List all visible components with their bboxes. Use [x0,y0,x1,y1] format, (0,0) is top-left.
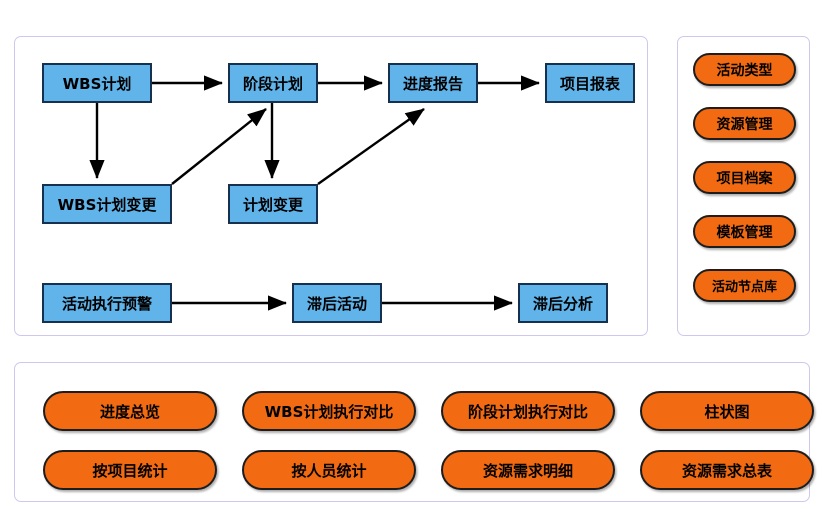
button-wbs-plan-execution-compare[interactable]: WBS计划执行对比 [242,391,416,431]
node-label: 计划变更 [242,195,303,214]
button-stage-plan-execution-compare[interactable]: 阶段计划执行对比 [441,391,615,431]
sidebar-item-label: 项目档案 [716,170,773,187]
sidebar-item-project-archive[interactable]: 项目档案 [693,161,796,194]
button-label: 资源需求总表 [681,461,772,480]
sidebar-item-label: 活动类型 [716,62,773,79]
button-label: 按项目统计 [92,461,168,480]
node-delay-analysis[interactable]: 滞后分析 [518,283,608,323]
button-statistics-by-personnel[interactable]: 按人员统计 [242,450,416,490]
node-wbs-plan[interactable]: WBS计划 [42,63,152,103]
button-label: WBS计划执行对比 [264,402,394,421]
button-label: 按人员统计 [291,461,367,480]
sidebar-item-label: 资源管理 [716,116,773,133]
node-label: WBS计划变更 [57,195,157,214]
button-resource-demand-detail[interactable]: 资源需求明细 [441,450,615,490]
node-stage-plan[interactable]: 阶段计划 [228,63,318,103]
button-bar-chart[interactable]: 柱状图 [640,391,814,431]
sidebar-item-resource-management[interactable]: 资源管理 [693,107,796,140]
node-label: 进度报告 [402,74,463,93]
node-activity-warning[interactable]: 活动执行预警 [42,283,172,323]
node-plan-change[interactable]: 计划变更 [228,184,318,224]
node-label: 活动执行预警 [61,294,152,313]
node-label: WBS计划 [62,74,132,93]
bottom-panel: 进度总览 WBS计划执行对比 阶段计划执行对比 柱状图 按项目统计 按人员统计 … [14,362,814,502]
sidebar-panel: 活动类型 资源管理 项目档案 模板管理 活动节点库 [677,36,810,336]
sidebar-item-label: 模板管理 [716,224,773,241]
sidebar-item-activity-type[interactable]: 活动类型 [693,53,796,86]
node-label: 项目报表 [559,74,620,93]
sidebar-item-activity-node-library[interactable]: 活动节点库 [693,269,796,302]
sidebar-item-template-management[interactable]: 模板管理 [693,215,796,248]
button-resource-demand-summary[interactable]: 资源需求总表 [640,450,814,490]
node-label: 滞后活动 [306,294,367,313]
button-label: 进度总览 [99,402,160,421]
node-delayed-activity[interactable]: 滞后活动 [292,283,382,323]
button-statistics-by-project[interactable]: 按项目统计 [43,450,217,490]
node-label: 阶段计划 [242,74,303,93]
button-label: 阶段计划执行对比 [467,402,588,421]
button-progress-overview[interactable]: 进度总览 [43,391,217,431]
button-label: 资源需求明细 [482,461,573,480]
node-label: 滞后分析 [532,294,593,313]
node-wbs-plan-change[interactable]: WBS计划变更 [42,184,172,224]
node-project-report-form[interactable]: 项目报表 [545,63,635,103]
node-progress-report[interactable]: 进度报告 [388,63,478,103]
sidebar-item-label: 活动节点库 [711,280,777,295]
button-label: 柱状图 [704,402,750,421]
